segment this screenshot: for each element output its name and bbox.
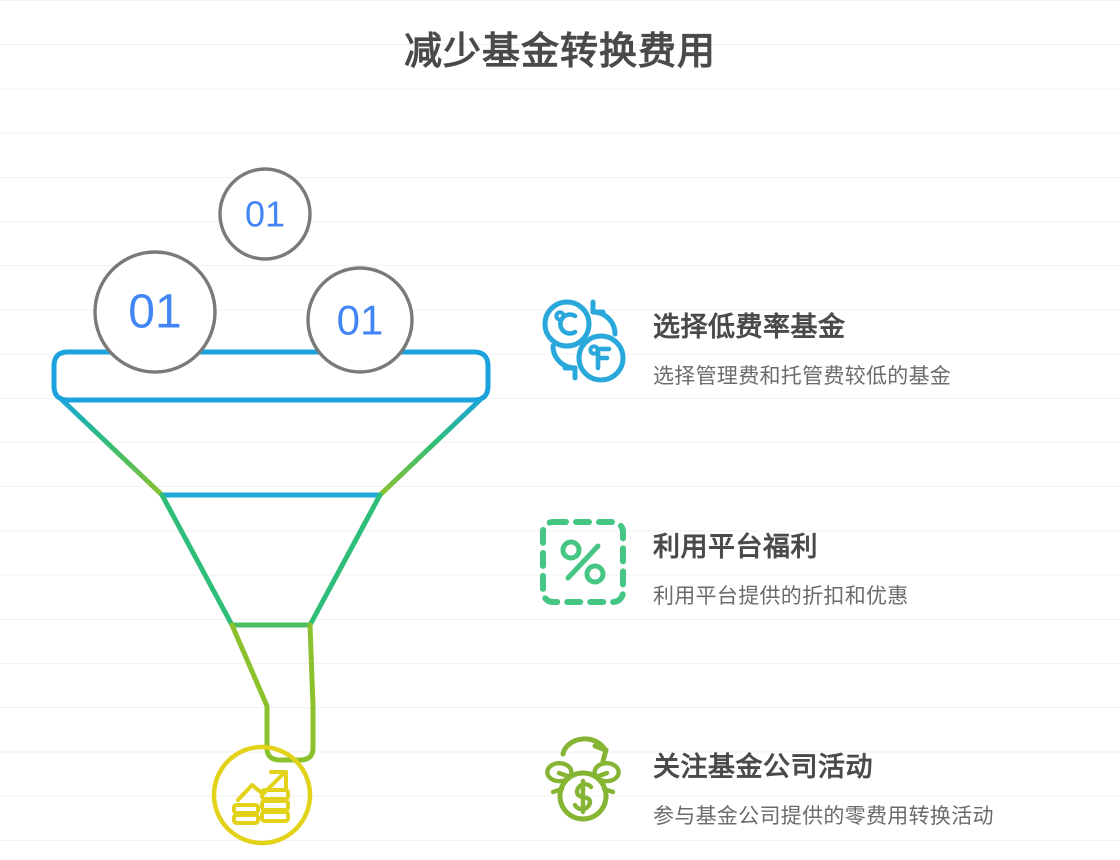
feature-item-text: 利用平台福利 利用平台提供的折扣和优惠 <box>653 528 1120 612</box>
feature-title: 选择低费率基金 <box>653 312 846 342</box>
coins-growth-chart-icon <box>232 770 290 825</box>
badge-top: 01 <box>218 167 312 261</box>
feature-description: 选择管理费和托管费较低的基金 <box>653 365 952 388</box>
feature-title: 关注基金公司活动 <box>653 752 873 782</box>
feature-item-fund-company-events: 关注基金公司活动 参与基金公司提供的零费用转换活动 <box>535 730 1120 860</box>
funnel-diagram: 01 01 01 <box>51 167 491 846</box>
badge-top-label: 01 <box>245 194 285 235</box>
feature-description: 参与基金公司提供的零费用转换活动 <box>653 805 994 828</box>
badge-left: 01 <box>93 250 217 374</box>
feature-item-text: 选择低费率基金 选择管理费和托管费较低的基金 <box>653 308 1120 392</box>
temperature-conversion-icon <box>542 299 626 383</box>
feature-item-platform-benefits: 利用平台福利 利用平台提供的折扣和优惠 <box>535 510 1120 730</box>
feature-list: 选择低费率基金 选择管理费和托管费较低的基金 利用平台福利 利用平台提供的折扣和… <box>535 290 1120 860</box>
funnel-section-lower <box>229 622 316 763</box>
funnel-tip-badge <box>211 744 313 846</box>
feature-item-text: 关注基金公司活动 参与基金公司提供的零费用转换活动 <box>653 748 1120 832</box>
badge-right: 01 <box>306 266 414 374</box>
feature-title: 利用平台福利 <box>653 532 818 562</box>
badge-left-label: 01 <box>128 286 181 339</box>
page-title: 减少基金转换费用 <box>403 31 716 73</box>
money-savings-icon <box>545 736 621 822</box>
percent-discount-icon <box>540 519 626 605</box>
feature-description: 利用平台提供的折扣和优惠 <box>653 585 909 608</box>
funnel-section-upper <box>57 395 485 498</box>
feature-item-low-fee-fund: 选择低费率基金 选择管理费和托管费较低的基金 <box>535 290 1120 510</box>
funnel-section-middle <box>159 492 383 628</box>
badge-right-label: 01 <box>337 297 384 344</box>
